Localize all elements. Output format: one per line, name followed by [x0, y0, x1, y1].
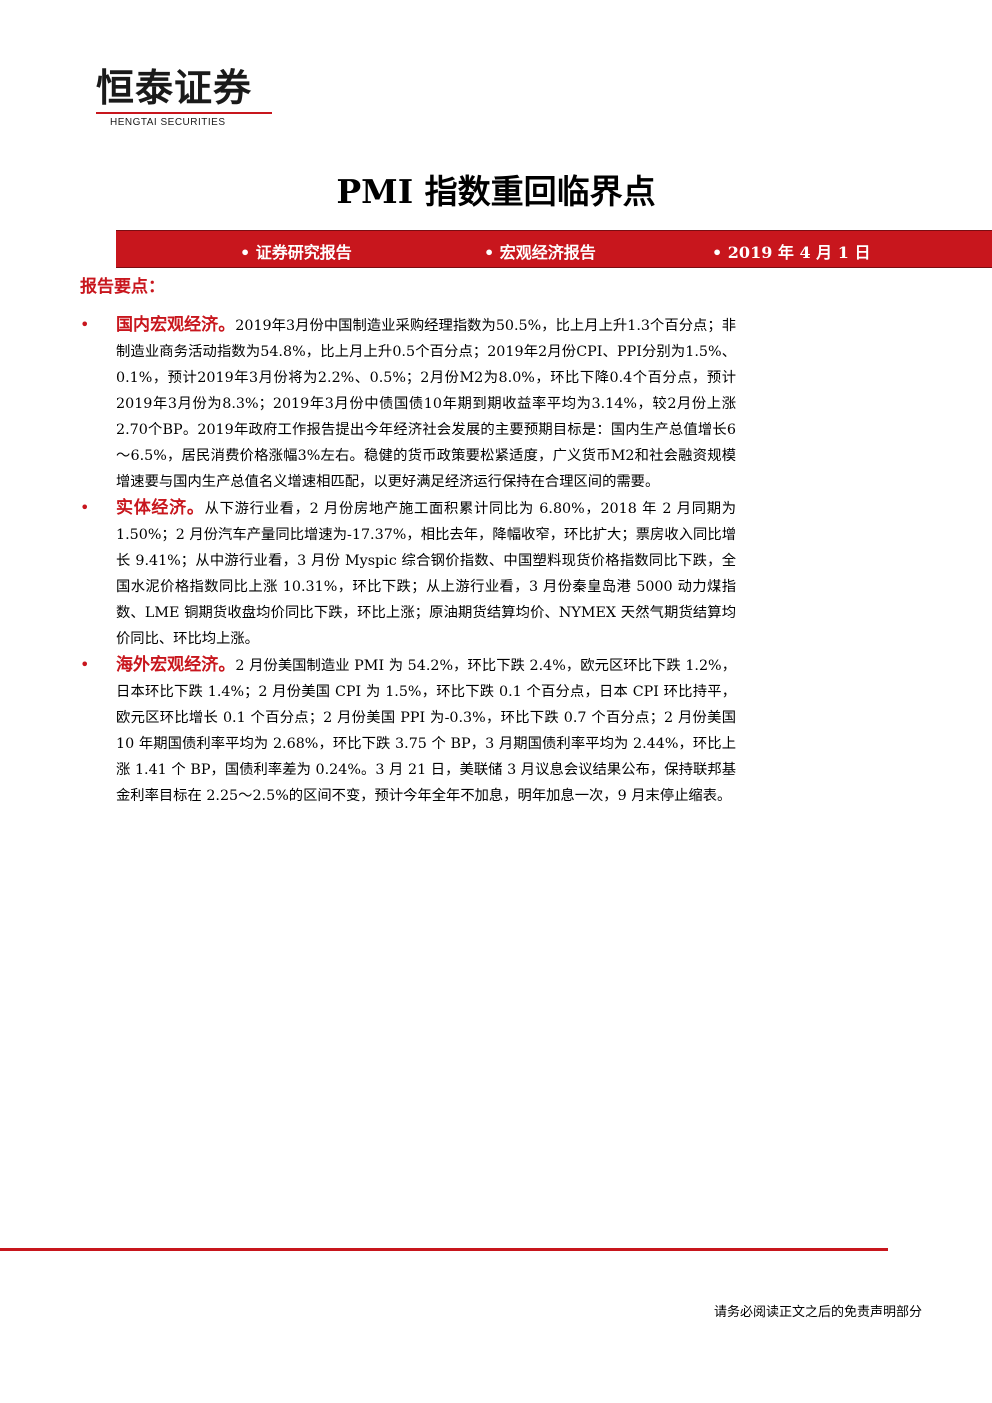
key-point-heading: 国内宏观经济。	[116, 315, 236, 335]
banner-report-type: • 证券研究报告	[240, 243, 352, 262]
key-point-heading: 实体经济。	[116, 498, 205, 518]
key-point-real-economy: • 实体经济。从下游行业看，2 月份房地产施工面积累计同比为 6.80%，201…	[80, 495, 736, 652]
key-point-domestic: • 国内宏观经济。2019年3月份中国制造业采购经理指数为50.5%，比上月上升…	[80, 312, 736, 495]
banner-report-date: • 2019 年 4 月 1 日	[712, 243, 871, 262]
key-point-text: 2 月份美国制造业 PMI 为 54.2%，环比下跌 2.4%，欧元区环比下跌 …	[116, 658, 736, 804]
report-banner: • 证券研究报告 • 宏观经济报告 • 2019 年 4 月 1 日	[116, 230, 992, 268]
key-points-list: • 国内宏观经济。2019年3月份中国制造业采购经理指数为50.5%，比上月上升…	[80, 312, 736, 809]
logo-chinese-name: 恒泰证券	[96, 66, 253, 110]
company-logo: 恒泰证券 HENGTAI SECURITIES	[96, 66, 276, 128]
report-title: PMI 指数重回临界点	[336, 172, 656, 211]
key-point-heading: 海外宏观经济。	[116, 655, 236, 675]
bullet-marker: •	[80, 315, 90, 334]
disclaimer-note: 请务必阅读正文之后的免责声明部分	[713, 1305, 922, 1320]
logo-underline	[96, 112, 272, 114]
section-title: 报告要点：	[80, 277, 165, 297]
bullet-marker: •	[80, 655, 90, 674]
key-point-overseas: • 海外宏观经济。2 月份美国制造业 PMI 为 54.2%，环比下跌 2.4%…	[80, 652, 736, 809]
logo-english-name: HENGTAI SECURITIES	[110, 117, 226, 128]
footer-divider	[0, 1248, 888, 1251]
key-point-text: 从下游行业看，2 月份房地产施工面积累计同比为 6.80%，2018 年 2 月…	[116, 501, 737, 647]
bullet-marker: •	[80, 498, 90, 517]
banner-report-category: • 宏观经济报告	[484, 243, 596, 262]
key-point-text: 2019年3月份中国制造业采购经理指数为50.5%，比上月上升1.3个百分点；非…	[116, 318, 737, 490]
